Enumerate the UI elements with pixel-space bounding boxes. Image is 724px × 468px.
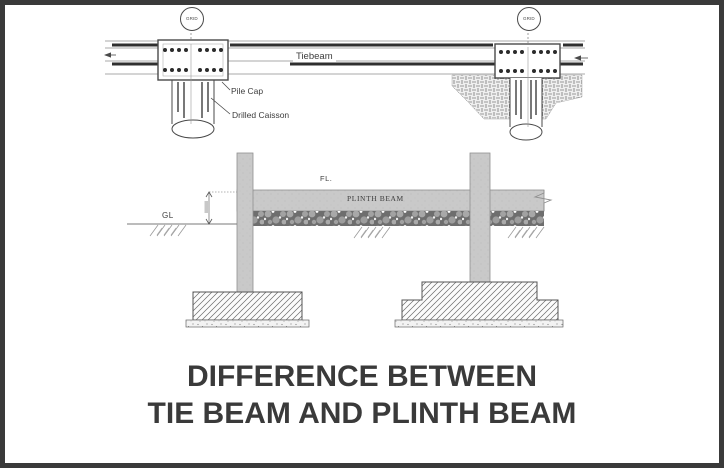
title-line-2: TIE BEAM AND PLINTH BEAM: [147, 397, 577, 430]
drilled-caisson-label: Drilled Caisson: [232, 110, 290, 120]
aggregate-layer: [253, 211, 544, 226]
grid-marker-left-label: GRID: [186, 16, 198, 22]
column-right: [469, 152, 491, 283]
floor-level-label: FL.: [320, 174, 333, 183]
tiebeam-label: Tiebeam: [293, 51, 336, 62]
footing-right: [394, 281, 564, 328]
dimension-line: [204, 191, 237, 225]
pile-cap-label: Pile Cap: [231, 86, 264, 96]
grid-marker-right: GRID: [517, 7, 541, 31]
grid-marker-right-label: GRID: [523, 16, 535, 22]
caisson-leader: [210, 97, 231, 115]
ground-level-line: [127, 223, 237, 237]
earth-mark-right: [507, 226, 545, 239]
title-line-1: DIFFERENCE BETWEEN: [186, 360, 537, 393]
page-title: DIFFERENCE BETWEEN TIE BEAM AND PLINTH B…: [0, 358, 724, 432]
plinth-beam-diagram: [127, 152, 564, 328]
column-left: [236, 152, 254, 293]
beam-break-mark: [533, 190, 553, 211]
grid-marker-left: GRID: [180, 7, 204, 31]
plinth-beam-label: PLINTH BEAM: [347, 194, 404, 203]
ground-level-label: GL: [162, 211, 174, 220]
pile-cap-leader: [221, 81, 231, 91]
earth-mark-mid: [353, 226, 391, 239]
tie-beam-diagram: [104, 29, 588, 141]
right-drilled-caisson: [509, 47, 543, 141]
right-pile-cap: [494, 43, 561, 79]
left-pile-cap: [157, 39, 229, 81]
left-drilled-caisson: [171, 44, 215, 139]
footing-left: [185, 291, 310, 328]
